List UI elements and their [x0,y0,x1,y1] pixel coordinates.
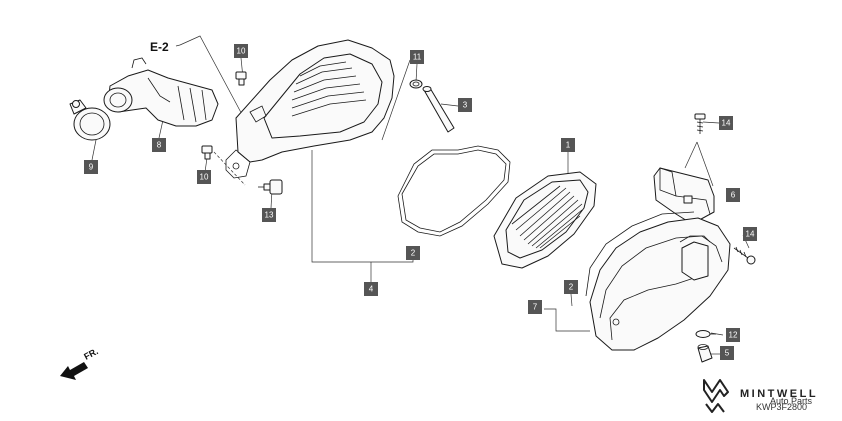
screw-part [694,113,706,134]
callout-number: 10 [200,173,209,182]
callout-number: 12 [729,331,738,340]
callout-number: 3 [463,101,468,110]
reference-arrow [175,44,181,47]
drain-plug-part [697,344,713,363]
callout-13[interactable]: 13 [262,208,276,222]
air-cleaner-cover-part [585,211,731,351]
callout-7[interactable]: 7 [528,300,542,314]
callout-number: 11 [413,53,422,62]
callout-14[interactable]: 14 [743,227,757,241]
cover-part [653,167,715,225]
callout-2[interactable]: 2 [564,280,578,294]
direction-label: FR. [82,346,99,362]
gasket-part [397,145,511,237]
callout-number: 4 [369,285,374,294]
bolt-part [201,145,213,160]
callout-12[interactable]: 12 [726,328,740,342]
callout-number: 2 [411,249,416,258]
brand-name: MINTWELL [740,388,818,400]
callout-number: 14 [746,230,755,239]
callout-11[interactable]: 11 [410,50,424,64]
callout-number: 13 [265,211,274,220]
callout-number: 6 [731,191,736,200]
callout-number: 2 [569,283,574,292]
air-filter-element-part [493,171,597,269]
callout-number: 7 [533,303,538,312]
callout-5[interactable]: 5 [720,346,734,360]
callout-number: 9 [89,163,94,172]
callout-number: 8 [157,141,162,150]
callout-6[interactable]: 6 [726,188,740,202]
reference-label: E-2 [150,40,169,54]
air-cleaner-case-part [225,39,395,179]
callout-4[interactable]: 4 [364,282,378,296]
clip-part [409,79,423,89]
callout-3[interactable]: 3 [458,98,472,112]
screw-part [258,179,283,195]
drain-tube-part [422,86,455,133]
intake-duct-part [103,57,219,127]
callout-number: 1 [566,141,571,150]
o-ring-part [695,330,716,338]
brand-tagline: Auto Parts [770,396,813,406]
callout-14[interactable]: 14 [719,116,733,130]
part-code: KWP3F2800 [756,402,807,412]
screw-part [733,246,756,265]
callout-1[interactable]: 1 [561,138,575,152]
callout-10[interactable]: 10 [197,170,211,184]
callout-10[interactable]: 10 [234,44,248,58]
clamp-band-part [69,99,111,141]
mintwell-logo-icon [703,379,729,413]
callout-number: 5 [725,349,730,358]
bolt-part [235,71,247,86]
front-direction-arrow-icon [60,362,88,380]
callout-number: 14 [722,119,731,128]
callout-9[interactable]: 9 [84,160,98,174]
callout-8[interactable]: 8 [152,138,166,152]
callout-number: 10 [237,47,246,56]
callout-2[interactable]: 2 [406,246,420,260]
